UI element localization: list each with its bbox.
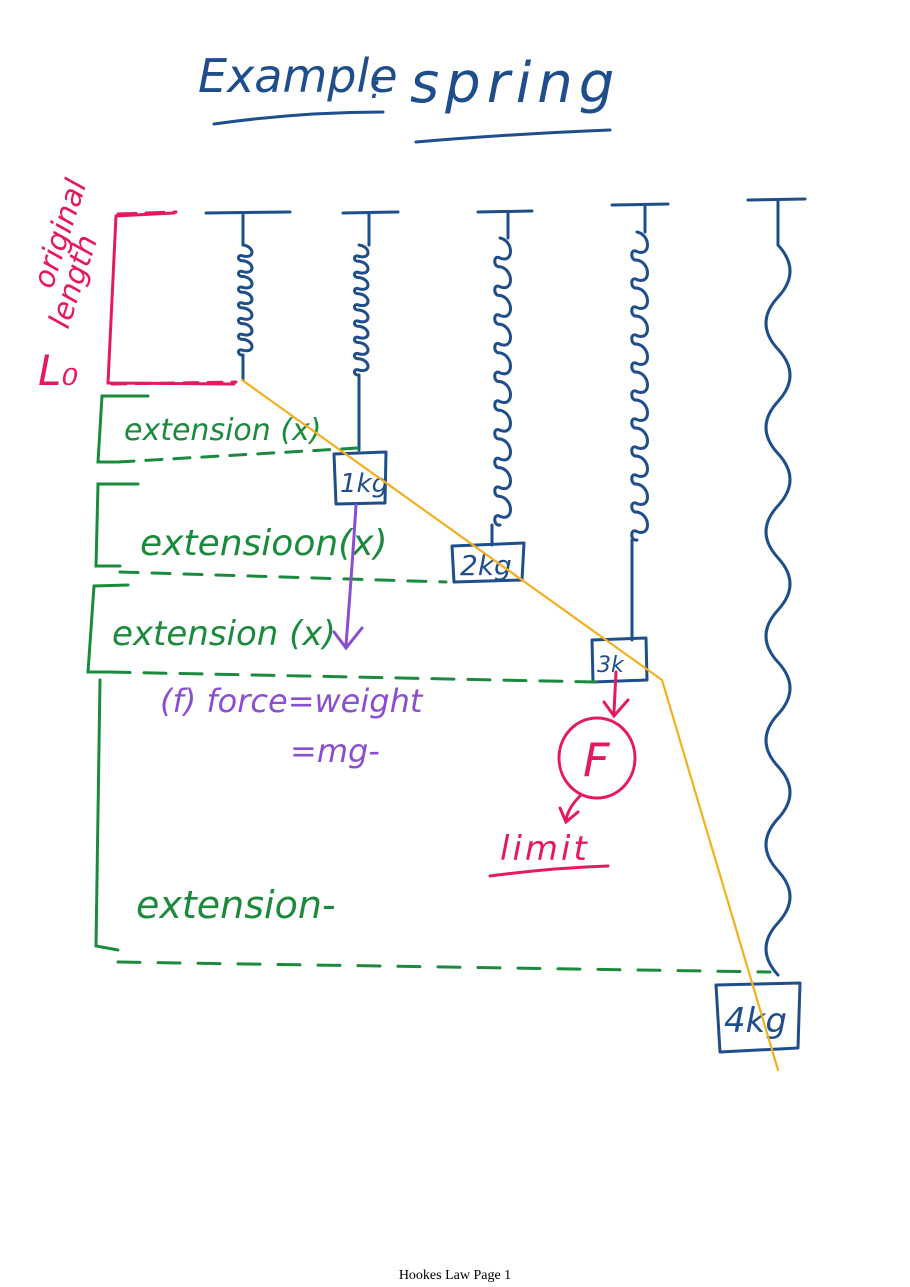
original-length-dash-top bbox=[116, 210, 178, 216]
spring-coil-1 bbox=[237, 243, 254, 357]
spring-coil-2 bbox=[353, 243, 370, 377]
force-arrow-head-icon bbox=[332, 626, 364, 651]
support-5 bbox=[746, 197, 807, 247]
springs bbox=[204, 197, 807, 1054]
original-length-bracket bbox=[106, 210, 238, 386]
extension-label-3: extension (x) bbox=[112, 614, 336, 654]
limit-pointer bbox=[558, 794, 582, 825]
spring-wave-5 bbox=[764, 243, 792, 977]
original-length-symbol: L₀ bbox=[38, 346, 78, 395]
title: Example : spring bbox=[198, 49, 620, 144]
limit-labels: F limit bbox=[500, 733, 610, 869]
support-1 bbox=[204, 210, 292, 247]
mass-label-4: 4kg bbox=[724, 1001, 787, 1041]
title-underline-1 bbox=[212, 110, 385, 126]
spring-coil-3 bbox=[493, 236, 512, 527]
limit-label: limit bbox=[500, 829, 590, 869]
support-4 bbox=[610, 202, 670, 234]
limit-force-circle bbox=[557, 716, 637, 800]
limit-arrow-down bbox=[602, 670, 630, 719]
title-underline-2 bbox=[414, 128, 612, 144]
limit-underline bbox=[488, 864, 610, 878]
spring-coil-4 bbox=[630, 230, 649, 542]
title-word-example: Example bbox=[198, 49, 398, 103]
extension-dash-4 bbox=[116, 960, 772, 974]
original-length-dash-bottom bbox=[110, 380, 238, 386]
extension-label-1: extension (x) bbox=[124, 413, 321, 448]
extension-bracket-4 bbox=[94, 678, 120, 952]
title-separator: : bbox=[370, 67, 381, 107]
limit-annotation bbox=[488, 670, 637, 878]
extension-label-2: extensioon(x) bbox=[140, 523, 388, 564]
mass-label-3: 3k bbox=[597, 653, 625, 678]
force-label-2: =mg- bbox=[290, 732, 380, 770]
support-3 bbox=[476, 209, 534, 240]
mass-box-3 bbox=[590, 636, 649, 684]
extension-dash-3 bbox=[106, 670, 598, 684]
extension-labels: extension (x) extensioon(x) extension (x… bbox=[112, 413, 388, 927]
limit-force-symbol: F bbox=[583, 733, 610, 787]
mass-box-1 bbox=[332, 450, 388, 506]
extension-trend-line bbox=[240, 378, 780, 1072]
extension-brackets bbox=[86, 394, 772, 974]
support-2 bbox=[341, 210, 400, 247]
extension-bracket-3 bbox=[86, 583, 130, 674]
original-length-label: original length L₀ bbox=[26, 174, 105, 395]
title-word-spring: spring bbox=[410, 51, 620, 116]
mass-label-1: 1kg bbox=[340, 469, 388, 499]
mass-box-4 bbox=[714, 981, 802, 1054]
mass-labels: 1kg 2kg 3k 4kg bbox=[340, 469, 787, 1041]
extension-dash-1 bbox=[116, 446, 360, 464]
original-length-bracket-line bbox=[106, 211, 236, 386]
force-label-1: (f) force=weight bbox=[160, 682, 424, 720]
extension-dash-2 bbox=[118, 570, 448, 584]
force-annotation bbox=[332, 503, 364, 651]
force-labels: (f) force=weight =mg- bbox=[160, 682, 424, 770]
extension-bracket-2 bbox=[94, 482, 140, 568]
extension-bracket-1 bbox=[96, 394, 150, 464]
page-footer: Hookes Law Page 1 bbox=[398, 1268, 512, 1283]
extension-label-4: extension- bbox=[136, 883, 336, 927]
force-arrow bbox=[344, 503, 358, 647]
